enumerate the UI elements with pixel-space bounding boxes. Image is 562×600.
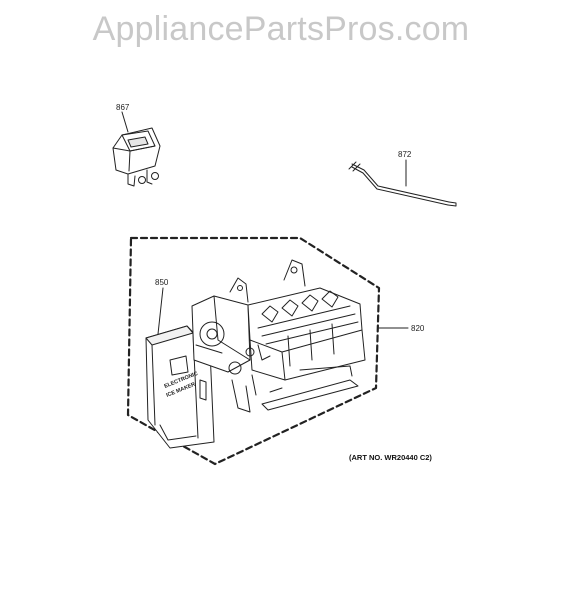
leader-867 — [121, 111, 129, 133]
part-867-bracket[interactable] — [112, 127, 161, 187]
callout-867: 867 — [116, 103, 130, 112]
leader-850 — [157, 287, 164, 335]
art-number: (ART NO. WR20440 C2) — [349, 453, 432, 462]
callout-872: 872 — [398, 150, 412, 159]
callout-850: 850 — [155, 278, 169, 287]
part-872-rod[interactable] — [348, 161, 457, 207]
site-watermark: AppliancePartsPros.com — [92, 10, 470, 48]
callout-820: 820 — [411, 324, 425, 333]
ice-maker-body[interactable] — [191, 259, 366, 413]
assembly-outline-820 — [126, 236, 381, 466]
